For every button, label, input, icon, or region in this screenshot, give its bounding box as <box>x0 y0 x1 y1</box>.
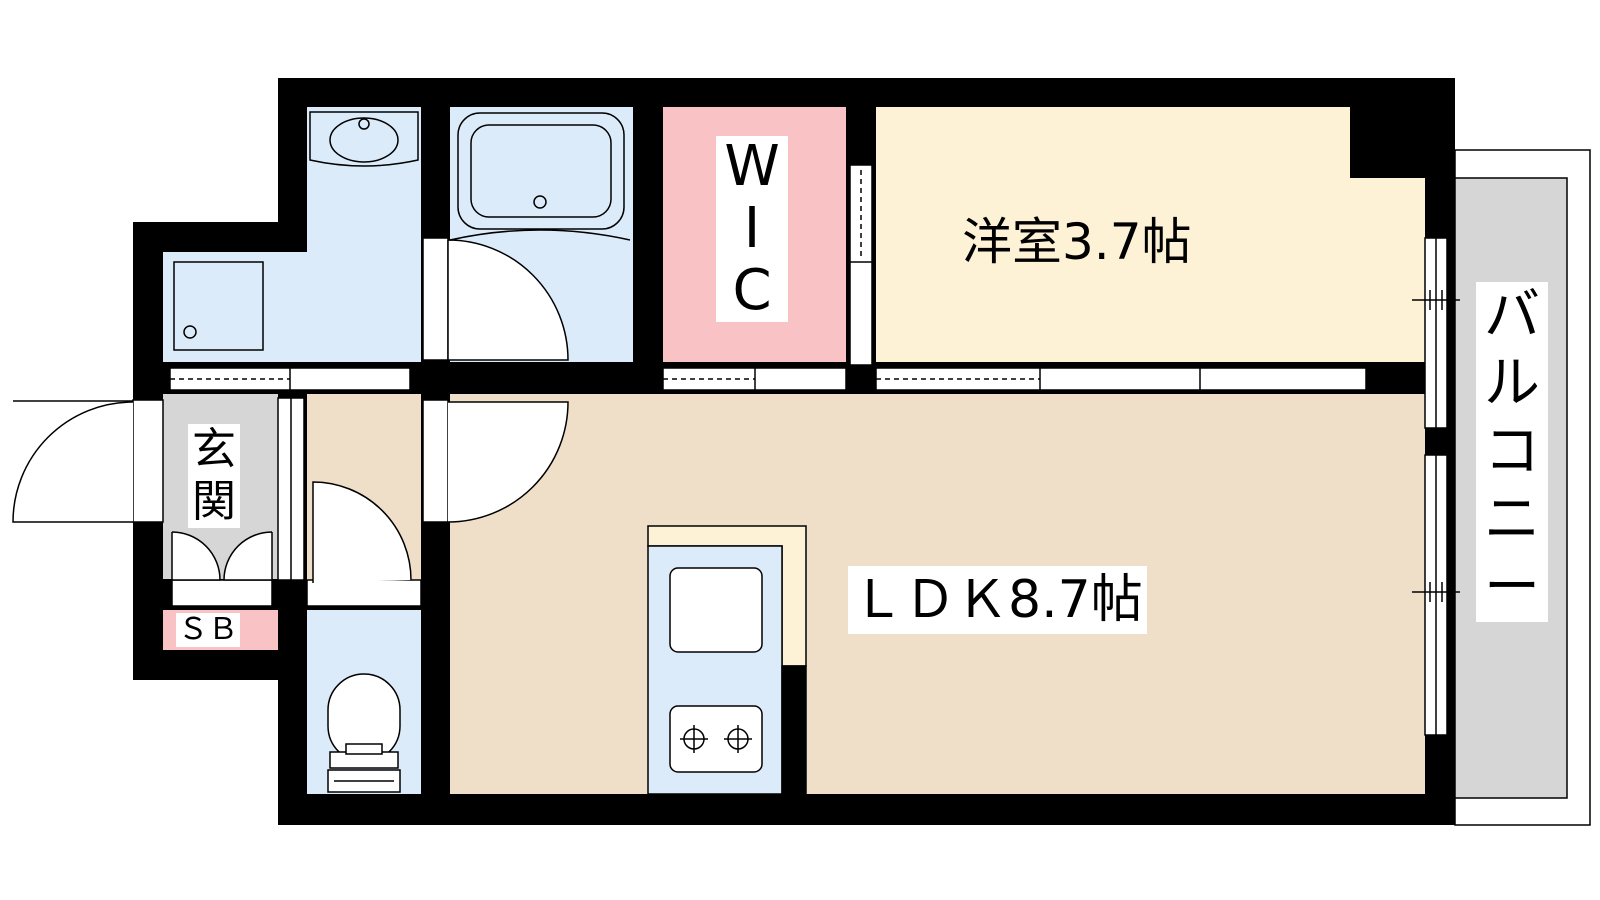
ldk-window <box>1412 454 1460 736</box>
toilet-icon <box>327 673 401 793</box>
bathroom-door <box>422 237 569 361</box>
washroom-floor-2 <box>163 252 421 362</box>
washroom-sliding-door <box>169 367 411 391</box>
western-room-label: 洋室3.7帖 <box>962 213 1192 271</box>
balcony-char: バ <box>1484 283 1540 348</box>
balcony <box>1454 149 1591 826</box>
western-sliding-door <box>875 367 1367 391</box>
ldk-door <box>422 399 569 523</box>
bedroom-window <box>1412 237 1460 429</box>
bathtub-icon <box>449 112 631 241</box>
western-room-floor <box>876 107 1425 362</box>
sink-icon <box>669 567 763 653</box>
balcony-label: バ ル コ ニ ー <box>1476 282 1548 622</box>
shoe-cabinet-doors <box>171 531 273 607</box>
wic-side-door <box>849 164 873 366</box>
toilet-door <box>306 481 422 607</box>
entrance-char: 玄 <box>192 424 236 475</box>
washbasin-icon <box>309 111 419 167</box>
entrance-char: 関 <box>192 476 236 527</box>
wic-label: W I C <box>716 136 788 322</box>
ldk-label: ＬＤＫ8.7帖 <box>848 566 1147 634</box>
wic-char: W <box>724 134 780 199</box>
wic-char: I <box>743 196 761 261</box>
washing-machine-icon <box>173 261 264 351</box>
stove-icon <box>669 705 763 773</box>
wic-char: C <box>732 258 772 323</box>
entrance-label: 玄 関 <box>188 424 240 528</box>
balcony-char: ニ <box>1484 487 1540 552</box>
shoe-box-label: ＳＢ <box>176 612 240 647</box>
balcony-char: ル <box>1484 351 1540 416</box>
wic-sliding-door <box>662 367 847 391</box>
balcony-char: コ <box>1484 419 1540 484</box>
front-door <box>12 399 164 523</box>
balcony-char: ー <box>1484 555 1540 620</box>
hall-door <box>277 397 305 581</box>
